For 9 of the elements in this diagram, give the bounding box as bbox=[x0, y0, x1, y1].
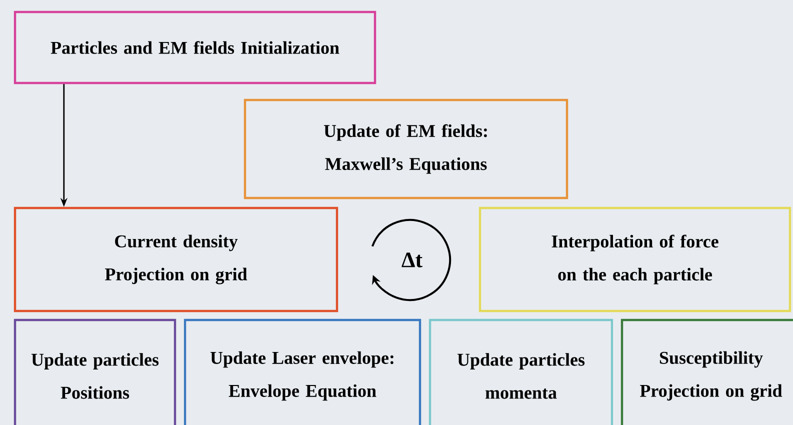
process-box: Update particles Positions bbox=[14, 318, 176, 425]
process-box: Interpolation of force on the each particle bbox=[478, 206, 792, 312]
process-box: Particles and EM fields Initialization bbox=[14, 10, 376, 84]
process-box: Current density Projection on grid bbox=[14, 206, 338, 312]
time-step-label: Δt bbox=[402, 252, 422, 268]
process-box: Update of EM fields: Maxwell’s Equations bbox=[244, 98, 568, 200]
process-box: Susceptibility Projection on grid bbox=[620, 318, 793, 425]
process-box: Update Laser envelope: Envelope Equation bbox=[184, 318, 422, 425]
process-box: Update particles momenta bbox=[428, 318, 614, 425]
